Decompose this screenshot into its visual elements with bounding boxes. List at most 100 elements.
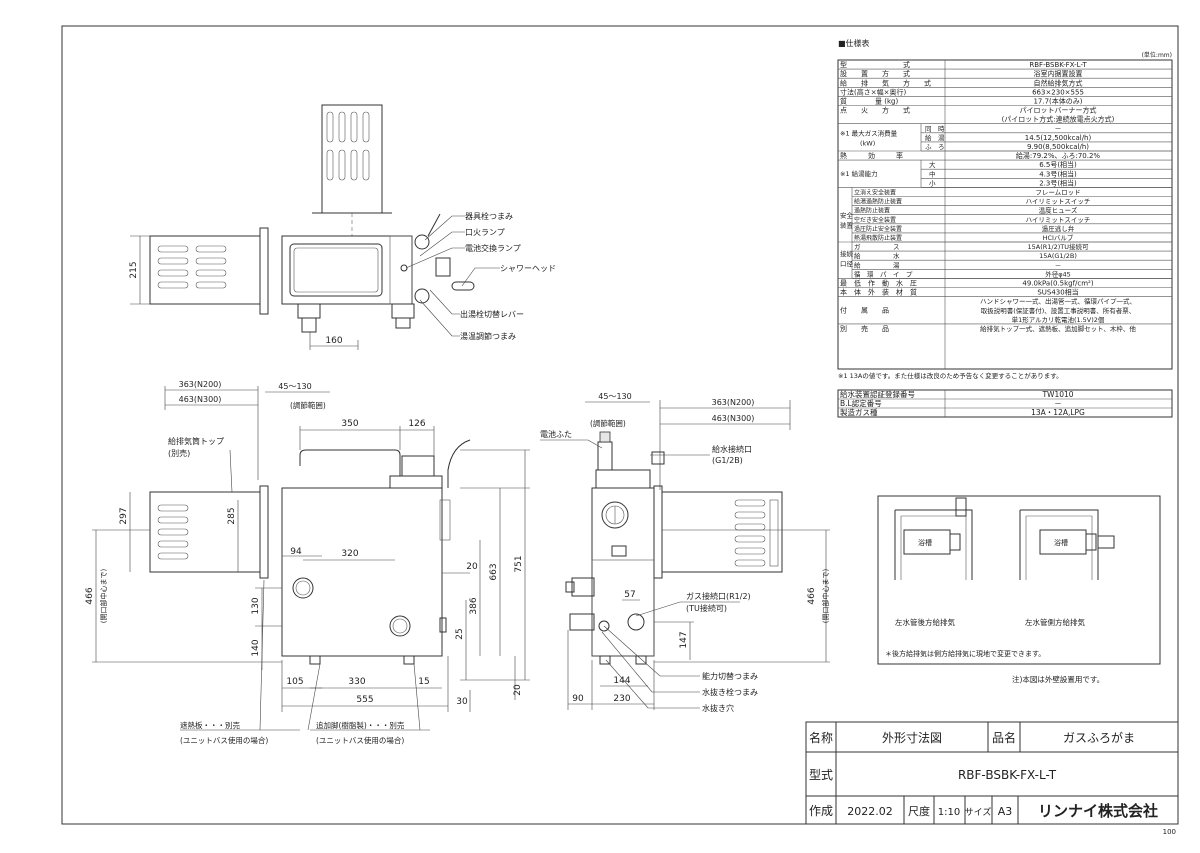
label-water-inlet: 給水接続口 [712, 444, 752, 454]
safety-name-5: 熱湯飛散防止装置 [854, 234, 902, 242]
spec-title: ■仕様表 [838, 38, 870, 48]
label-battery-lamp: 電池交換ランプ [465, 243, 521, 253]
conn-value-1: 15A(G1/2B) [1039, 252, 1077, 260]
opening-center-front: (開口部中心まで) [99, 569, 108, 624]
dim-466-side: 466 [807, 587, 817, 604]
side-dim-45-130: 45～130 [598, 392, 631, 401]
label-heat-shield-note: (ユニットバス使用の場合) [180, 735, 268, 745]
page-number: 100 [1163, 828, 1176, 836]
capacity-sub-1: 中 [929, 169, 936, 178]
title-block: 名称 外形寸法図 品名 ガスふろがま 型式 RBF-BSBK-FX-L-T 作成… [805, 721, 1179, 825]
cert-value-3: 13A・12A,LPG [1031, 408, 1085, 417]
dim-126: 126 [408, 419, 425, 429]
cert-label-3: 製造ガス種 [840, 407, 878, 417]
label-drain-knob: 水抜き栓つまみ [702, 687, 758, 697]
label-flue-top: 給排気筒トップ [168, 436, 224, 446]
side-view: 45～130 (調節範囲) 363(N200) 463(N300) [540, 392, 830, 713]
capacity-sub-2: 小 [929, 178, 936, 187]
safety-value-1: ハイリミットスイッチ [1026, 198, 1091, 206]
label-capacity-knob: 能力切替つまみ [702, 671, 758, 681]
cert-table: 給水装置認証登録番号 TW1010 B.L認定番号 － 製造ガス種 13A・12… [837, 389, 1173, 418]
capacity-sub-0: 大 [929, 160, 936, 169]
install-right: 浴槽 [1019, 509, 1115, 580]
label-pilot-lamp: 口火ランプ [465, 228, 505, 237]
cert-value-2: － [1054, 399, 1062, 408]
dim-140: 140 [251, 639, 261, 656]
dim-555: 555 [356, 695, 373, 705]
label-drain-hole: 水抜き穴 [702, 703, 734, 713]
conn-value-0: 15A(R1/2)TU接続可 [1028, 242, 1089, 251]
label-heat-shield: 遮熱板・・・別売 [180, 720, 240, 730]
capacity-value-0: 6.5号(相当) [1039, 160, 1077, 169]
safety-name-4: 過圧防止安全装置 [854, 225, 902, 233]
tub-right: 浴槽 [1054, 538, 1068, 547]
spec-label-1: 設 置 方 式 [840, 69, 910, 78]
dim-94: 94 [290, 547, 302, 557]
spec-value-1: 浴室内据置設置 [1034, 69, 1083, 78]
conn-name-1: 給 水 [854, 251, 900, 260]
gas-value-1: 14.5(12,500kcal/h) [1025, 134, 1092, 142]
label-tap-knob: 器具栓つまみ [465, 211, 513, 221]
safety-name-3: 空だき安全装置 [854, 216, 896, 224]
safety-value-0: フレームロッド [1035, 189, 1080, 197]
sold-label: 別 売 品 [840, 324, 889, 333]
dim-663: 663 [489, 563, 499, 580]
spec-label-5: 点 火 方 式 [840, 106, 910, 115]
gas-unit: (kW) [860, 140, 875, 148]
capacity-value-1: 4.3号(相当) [1039, 169, 1077, 178]
gas-value-0: － [1055, 125, 1062, 133]
safety-group-b: 装置 [840, 220, 854, 229]
conn-group-a: 接続 [840, 249, 854, 258]
top-view: 器具栓つまみ 口火ランプ 電池交換ランプ シャワーヘッド 出湯栓切替レバー 湯温… [129, 104, 556, 350]
label-temp-knob: 湯温調節つまみ [460, 331, 516, 341]
dim-751: 751 [514, 555, 524, 572]
bottom-label-0: 最 低 作 動 水 圧 [840, 279, 917, 288]
label-flue-top-sold: (別売) [168, 448, 190, 458]
dim-15: 15 [418, 677, 429, 687]
front-dim-range: (調節範囲) [290, 400, 326, 410]
conn-value-2: － [1055, 261, 1062, 269]
bottom-value-1: SUS430相当 [1037, 288, 1078, 297]
accessory-line-2: 単1形アルカリ乾電池(1.5V)2個 [1012, 315, 1105, 324]
tb-model-header: 型式 [809, 768, 833, 782]
dim-130: 130 [251, 597, 261, 614]
side-dim-range: (調節範囲) [590, 418, 626, 428]
dim-20-a: 20 [466, 562, 478, 572]
label-gas-inlet: ガス接続口(R1/2) [686, 591, 751, 601]
spec-value-0: RBF-BSBK-FX-L-T [1029, 61, 1087, 69]
dim-320: 320 [341, 549, 358, 559]
tb-made-value: 2022.02 [847, 805, 893, 818]
dim-230: 230 [613, 694, 630, 704]
dim-147: 147 [679, 631, 689, 648]
dim-90: 90 [572, 694, 584, 704]
tb-item-header: 品名 [992, 730, 1016, 745]
tb-item-value: ガスふろがま [1063, 730, 1135, 745]
dim-350: 350 [341, 419, 358, 429]
dim-386: 386 [469, 597, 479, 614]
side-dim-363: 363(N200) [712, 398, 755, 407]
tb-scale-header: 尺度 [908, 804, 930, 818]
gas-sub-1: 給 湯 [925, 133, 945, 142]
safety-value-5: HCIバルブ [1043, 233, 1074, 242]
spec-label-2: 給 排 気 方 式 [840, 78, 931, 87]
spec-label-3: 寸法(高さ×幅×奥行) [840, 87, 906, 96]
capacity-label: ※1 給湯能力 [840, 169, 878, 178]
safety-name-0: 立消え安全装置 [854, 189, 896, 197]
dim-20-b: 20 [513, 684, 523, 696]
conn-name-3: 循 環 パ イ プ [854, 269, 913, 278]
safety-name-2: 過熱防止装置 [854, 207, 890, 215]
tb-scale-value: 1:10 [938, 807, 960, 818]
label-shower-head: シャワーヘッド [500, 264, 556, 273]
gas-label: ※1 最大ガス消費量 [840, 129, 898, 138]
spec-unit: (単位:mm) [1142, 51, 1172, 59]
label-extra-legs-note: (ユニットバス使用の場合) [316, 735, 404, 745]
opening-center-side: (開口部中心まで) [821, 569, 830, 624]
tb-size-value: A3 [998, 805, 1013, 818]
conn-value-3: 外径φ45 [1045, 269, 1071, 278]
conn-name-2: 給 湯 [854, 260, 900, 269]
install-left: 浴槽 [894, 497, 973, 580]
safety-value-3: ハイリミットスイッチ [1026, 216, 1091, 224]
label-battery-cover: 電池ふた [540, 429, 572, 439]
cert-label-2: B.L認定番号 [840, 398, 882, 408]
